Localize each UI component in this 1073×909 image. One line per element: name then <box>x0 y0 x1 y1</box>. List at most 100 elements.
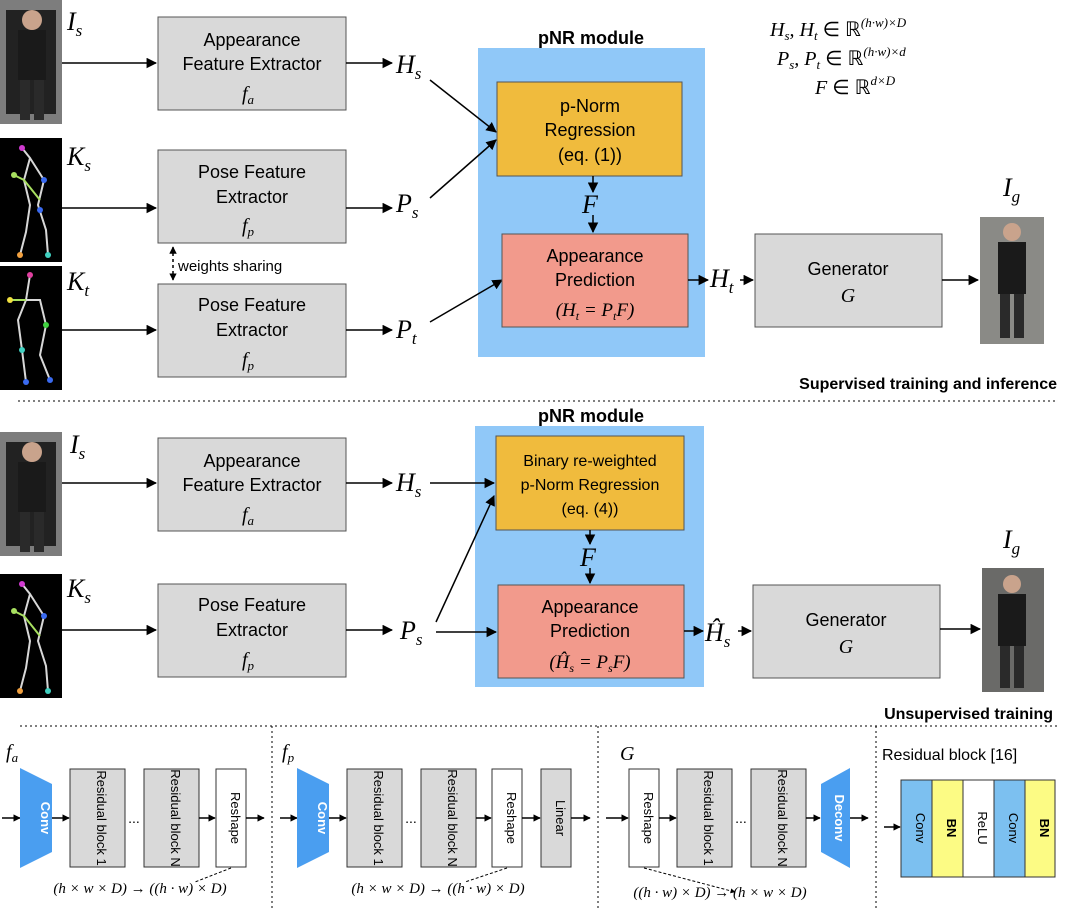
svg-text:Hs, Ht ∈ ℝ(h·w)×D: Hs, Ht ∈ ℝ(h·w)×D <box>769 15 907 43</box>
svg-text:Appearance: Appearance <box>541 597 638 617</box>
svg-text:Extractor: Extractor <box>216 620 288 640</box>
svg-text:Generator: Generator <box>807 259 888 279</box>
svg-text:...: ... <box>405 810 417 826</box>
svg-text:Prediction: Prediction <box>555 270 635 290</box>
label-Hs-unsup: Hs <box>395 468 422 501</box>
arch-fp: fp Conv Residual block 1 ... Residual bl… <box>280 741 591 897</box>
label-Ks-unsup: Ks <box>66 574 91 607</box>
pnorm-regression-sup: p-Norm Regression (eq. (1)) <box>496 81 683 177</box>
svg-text:(eq. (1)): (eq. (1)) <box>558 145 622 165</box>
label-Kt-sup: Kt <box>66 267 90 300</box>
input-image-Is-sup <box>0 0 62 124</box>
res-cell-2 <box>962 779 995 878</box>
res-cell-0 <box>900 779 933 878</box>
svg-text:(eq. (4)): (eq. (4)) <box>562 501 619 518</box>
arrow-Ps-to-pnorm-unsup <box>435 495 495 623</box>
label-Ht-sup: Ht <box>709 264 735 297</box>
arch-fa: fa Conv Residual block 1 ... Residual bl… <box>2 741 265 897</box>
svg-text:((h · w) × D) → (h × w × D): ((h · w) × D) → (h × w × D) <box>633 885 806 901</box>
arch-residual: Residual block [16] Conv BN ReLU Conv BN <box>882 747 1056 878</box>
arch-G: G Reshape Residual block 1 ... Residual … <box>606 743 869 901</box>
svg-text:G: G <box>620 743 635 765</box>
appearance-extractor-unsup: Appearance Feature Extractor fa <box>157 437 347 532</box>
res-cell-4 <box>1024 779 1056 878</box>
label-Hhat-unsup: Ĥs <box>704 618 731 651</box>
label-Ig-unsup: Ig <box>1002 525 1020 558</box>
svg-text:Generator: Generator <box>805 610 886 630</box>
svg-text:Reshape: Reshape <box>504 792 519 844</box>
svg-text:(Ht = PtF): (Ht = PtF) <box>556 300 635 323</box>
svg-text:Regression: Regression <box>544 120 635 140</box>
caption-unsupervised: Unsupervised training <box>884 706 1053 723</box>
svg-text:G: G <box>839 636 854 658</box>
svg-text:(Ĥs = PsF): (Ĥs = PsF) <box>549 651 630 675</box>
svg-text:...: ... <box>128 810 140 826</box>
appearance-prediction-unsup: Appearance Prediction (Ĥs = PsF) <box>497 584 685 679</box>
input-image-Is-unsup <box>0 432 62 556</box>
svg-text:ReLU: ReLU <box>975 811 990 844</box>
pnorm-regression-unsup: Binary re-weighted p-Norm Regression (eq… <box>495 435 685 531</box>
svg-text:fa: fa <box>242 83 255 107</box>
svg-text:Residual block N: Residual block N <box>775 769 790 867</box>
svg-text:Ps, Pt ∈ ℝ(h·w)×d: Ps, Pt ∈ ℝ(h·w)×d <box>776 44 906 72</box>
svg-text:fp: fp <box>242 349 255 373</box>
svg-text:Feature Extractor: Feature Extractor <box>182 54 321 74</box>
svg-text:Pose Feature: Pose Feature <box>198 595 306 615</box>
svg-text:BN: BN <box>1037 819 1052 838</box>
pose-image-Ks-unsup <box>0 574 62 698</box>
svg-text:F ∈ ℝd×D: F ∈ ℝd×D <box>814 73 896 99</box>
generator-unsup: Generator G <box>752 584 941 679</box>
svg-text:fp: fp <box>242 215 255 239</box>
svg-text:fa: fa <box>6 741 19 765</box>
svg-text:Reshape: Reshape <box>641 792 656 844</box>
fa-conv <box>20 768 52 868</box>
notation-block: Hs, Ht ∈ ℝ(h·w)×D Ps, Pt ∈ ℝ(h·w)×d F ∈ … <box>769 15 907 99</box>
pnr-title-sup: pNR module <box>538 28 644 48</box>
svg-text:Pose Feature: Pose Feature <box>198 295 306 315</box>
svg-text:Pose Feature: Pose Feature <box>198 162 306 182</box>
svg-text:Residual block 1: Residual block 1 <box>701 770 716 865</box>
svg-text:fp: fp <box>242 649 255 673</box>
label-Hs-sup: Hs <box>395 50 422 83</box>
svg-text:G: G <box>841 285 856 307</box>
svg-text:Prediction: Prediction <box>550 621 630 641</box>
pnr-title-unsup: pNR module <box>538 406 644 426</box>
output-image-Ig-unsup <box>982 568 1044 692</box>
caption-supervised: Supervised training and inference <box>799 376 1057 393</box>
svg-text:Conv: Conv <box>1006 813 1021 844</box>
svg-text:Conv: Conv <box>38 802 53 835</box>
svg-text:Conv: Conv <box>315 802 330 835</box>
label-Ks-sup: Ks <box>66 142 91 175</box>
pose-image-Ks-sup <box>0 138 62 262</box>
svg-text:Appearance: Appearance <box>546 246 643 266</box>
svg-text:fa: fa <box>242 504 255 528</box>
svg-text:Residual block 1: Residual block 1 <box>371 770 386 865</box>
svg-text:Appearance: Appearance <box>203 30 300 50</box>
svg-text:Reshape: Reshape <box>228 792 243 844</box>
arrow-Pt-to-pred-sup <box>429 279 503 323</box>
svg-text:Feature Extractor: Feature Extractor <box>182 475 321 495</box>
svg-text:p-Norm: p-Norm <box>560 96 620 116</box>
svg-text:p-Norm Regression: p-Norm Regression <box>521 477 660 494</box>
label-F-unsup: F <box>579 543 597 572</box>
label-Ps-unsup: Ps <box>399 616 423 649</box>
label-Is-sup: Is <box>66 7 83 40</box>
generator-sup: Generator G <box>754 233 943 328</box>
arrow-Ps-to-pnorm-sup <box>429 139 497 199</box>
appearance-prediction-sup: Appearance Prediction (Ht = PtF) <box>501 233 689 328</box>
label-Pt-sup: Pt <box>395 315 418 348</box>
svg-text:Extractor: Extractor <box>216 187 288 207</box>
svg-text:Deconv: Deconv <box>832 795 847 843</box>
arrow-Hs-to-pnorm-sup <box>429 79 497 133</box>
pose-extractor-top-sup: Pose Feature Extractor fp <box>157 149 347 244</box>
weights-sharing-label: weights sharing <box>177 258 282 275</box>
label-Ps-sup: Ps <box>395 189 419 222</box>
label-Is-unsup: Is <box>69 430 86 463</box>
svg-text:...: ... <box>735 810 747 826</box>
svg-text:(h × w × D) → ((h · w) × D): (h × w × D) → ((h · w) × D) <box>53 881 226 897</box>
svg-text:fp: fp <box>282 741 295 765</box>
res-cell-1 <box>931 779 964 878</box>
svg-text:Conv: Conv <box>913 813 928 844</box>
pose-extractor-unsup: Pose Feature Extractor fp <box>157 583 347 678</box>
